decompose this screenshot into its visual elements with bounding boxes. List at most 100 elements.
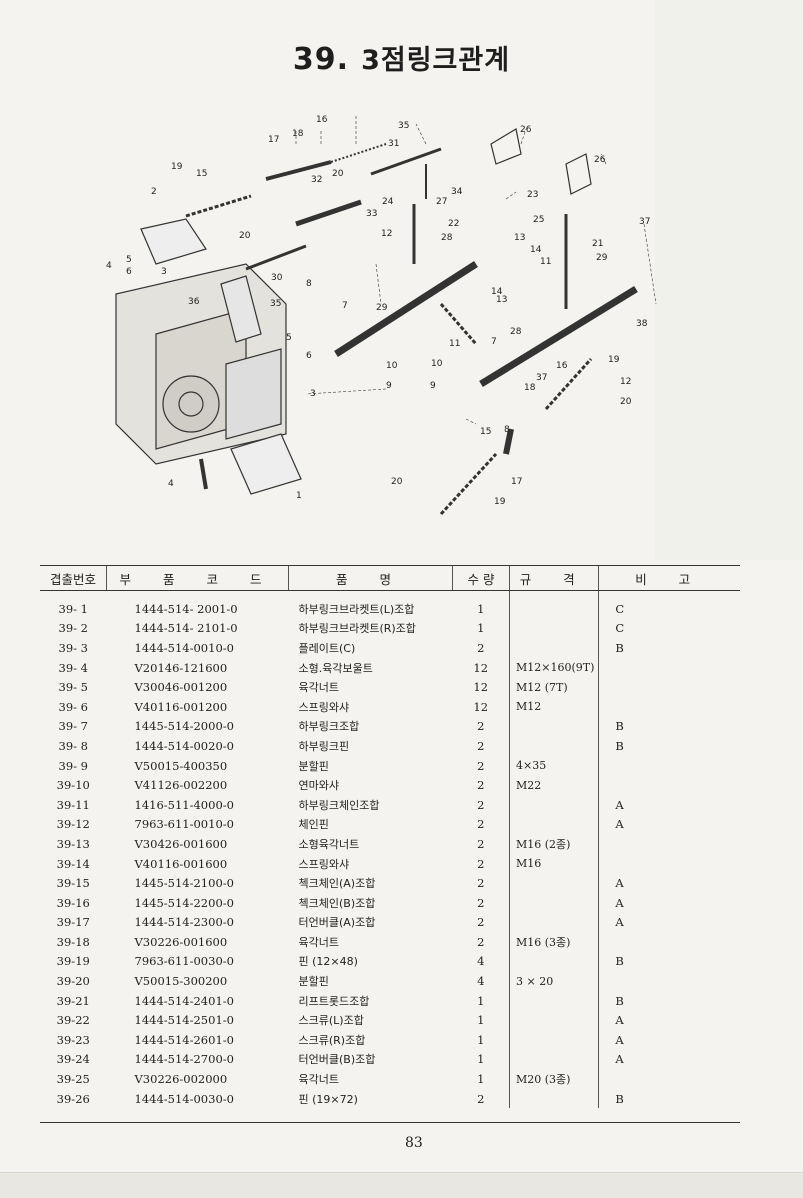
part-code-cell: 1416-511-4000-0 [134, 797, 234, 812]
callout-label: 5 [286, 333, 292, 343]
callout-label: 11 [540, 257, 551, 267]
part-no-cell: 39- 5 [58, 680, 89, 695]
part-code-cell: 1444-514-2401-0 [134, 993, 234, 1008]
header-part-name: 품 명 [288, 565, 453, 591]
quantity-cell: 1 [477, 621, 485, 636]
page-title: 39.3점링크관계 [0, 38, 803, 77]
part-code-cell: V20146-121600 [134, 660, 228, 675]
callout-label: 13 [514, 233, 525, 243]
callout-label: 33 [366, 209, 377, 219]
header-part-no: 겹출번호 [40, 565, 107, 591]
part-name-cell: 터언버클(A)조합 [298, 916, 376, 930]
part-code-cell: 1444-514-2601-0 [134, 1032, 234, 1047]
callout-label: 17 [268, 135, 279, 145]
header-quantity: 수 량 [452, 565, 510, 591]
part-name-cell: 핀 (12×48) [298, 955, 358, 969]
part-name-cell: 스프링와샤 [298, 700, 350, 714]
callout-label: 28 [510, 327, 522, 337]
callout-label: 20 [391, 477, 403, 487]
note-cell [599, 756, 740, 776]
quantity-cell: 12 [473, 680, 489, 695]
part-code-cell: 1444-514- 2101-0 [134, 621, 238, 636]
part-name-cell: 리프트롯드조합 [298, 994, 370, 1008]
part-code-cell: 1444-514-0010-0 [134, 640, 234, 655]
section-number: 39. [292, 42, 350, 77]
callout-label: 8 [504, 425, 510, 435]
quantity-cell: 2 [477, 817, 485, 832]
part-no-cell: 39-21 [56, 993, 90, 1008]
spec-cell: M16 (2종) [508, 834, 600, 854]
quantity-cell: 1 [477, 1013, 485, 1028]
part-no-cell: 39- 1 [58, 601, 89, 616]
part-code-cell: V50015-400350 [134, 758, 228, 773]
page-number: 83 [405, 1135, 423, 1151]
spec-cell [508, 1088, 600, 1109]
quantity-cell: 1 [477, 993, 485, 1008]
callout-label: 36 [188, 297, 200, 307]
spec-cell [508, 716, 600, 737]
note-cell: A [615, 797, 624, 812]
callout-label: 4 [106, 261, 112, 271]
binding-shadow [655, 0, 803, 560]
note-cell [599, 971, 740, 991]
part-code-cell: 1444-514- 2001-0 [134, 601, 238, 616]
note-cell: B [615, 640, 624, 655]
callout-label: 18 [292, 129, 304, 139]
callout-label: 26 [520, 125, 532, 135]
spec-cell [508, 1010, 600, 1031]
part-no-cell: 39- 9 [58, 758, 89, 773]
part-name-cell: 연마와샤 [298, 779, 339, 793]
spec-cell: M22 [508, 775, 600, 795]
part-code-cell: 1444-514-0030-0 [134, 1091, 234, 1106]
callout-label: 19 [171, 162, 183, 172]
part-no-cell: 39-23 [56, 1032, 90, 1047]
spec-cell [508, 912, 600, 933]
quantity-cell: 12 [473, 699, 489, 714]
callout-label: 29 [376, 303, 388, 313]
part-name-cell: 하부링크브라켓트(R)조합 [298, 622, 416, 636]
callout-label: 20 [239, 231, 251, 241]
header-part-code: 부 품 코 드 [106, 565, 289, 591]
part-name-cell: 하부링크핀 [298, 739, 350, 753]
spec-cell: M12 (7T) [508, 677, 600, 697]
part-code-cell: 1445-514-2000-0 [134, 719, 234, 734]
note-cell [599, 677, 740, 697]
quantity-cell: 1 [477, 1052, 485, 1067]
part-no-cell: 39-10 [56, 778, 90, 793]
quantity-cell: 12 [473, 660, 489, 675]
part-code-cell: 7963-611-0030-0 [134, 954, 234, 969]
part-code-cell: V41126-002200 [134, 778, 228, 793]
part-name-cell: 소형육각너트 [298, 837, 360, 851]
callout-label: 26 [594, 155, 606, 165]
note-cell: A [615, 1052, 624, 1067]
part-code-cell: V50015-300200 [134, 974, 228, 989]
part-no-cell: 39- 8 [58, 738, 89, 753]
quantity-cell: 2 [477, 915, 485, 930]
note-cell: A [615, 876, 624, 891]
note-cell: A [615, 1013, 624, 1028]
callout-label: 32 [311, 175, 322, 185]
spec-cell: M16 (3종) [508, 932, 600, 952]
part-code-cell: 1444-514-2501-0 [134, 1013, 234, 1028]
note-cell [599, 932, 740, 952]
part-no-cell: 39-25 [56, 1072, 90, 1087]
part-name-cell: 분할핀 [298, 975, 329, 989]
callout-label: 37 [639, 217, 650, 227]
part-name-cell: 분할핀 [298, 759, 329, 773]
part-no-cell: 39- 7 [58, 719, 89, 734]
quantity-cell: 2 [477, 797, 485, 812]
quantity-cell: 2 [477, 738, 485, 753]
note-cell [599, 697, 740, 717]
callout-label: 24 [382, 197, 394, 207]
note-cell: B [615, 954, 624, 969]
